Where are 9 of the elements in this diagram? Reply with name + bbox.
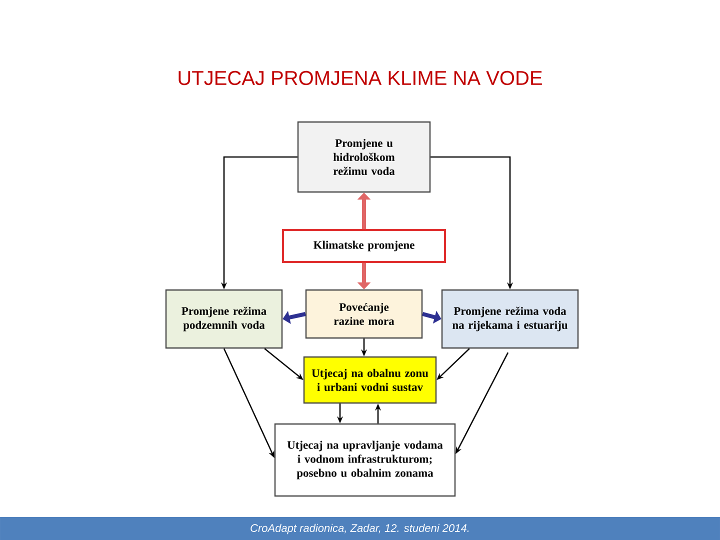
process-box: Utjecaj na upravljanje vodama i vodnom infrastrukturom; posebno u obalnim zonama — [274, 423, 456, 497]
process-box: Promjene režima voda na rijekama i estuariju — [441, 289, 579, 349]
process-box: Promjene režima podzemnih voda — [165, 289, 283, 349]
process-box: Utjecaj na obalnu zonu i urbani vodni sustav — [303, 356, 437, 404]
title: UTJECAJ PROMJENA KLIME NA VODE — [178, 70, 542, 86]
process-box: Promjene u hidrološkom režimu voda — [297, 121, 431, 193]
footer-text: CroAdapt radionica, Zadar, 12. studeni 2014. — [250, 524, 469, 534]
process-box: Povećanje razine mora — [305, 289, 423, 339]
process-box: Klimatske promjene — [282, 229, 446, 263]
